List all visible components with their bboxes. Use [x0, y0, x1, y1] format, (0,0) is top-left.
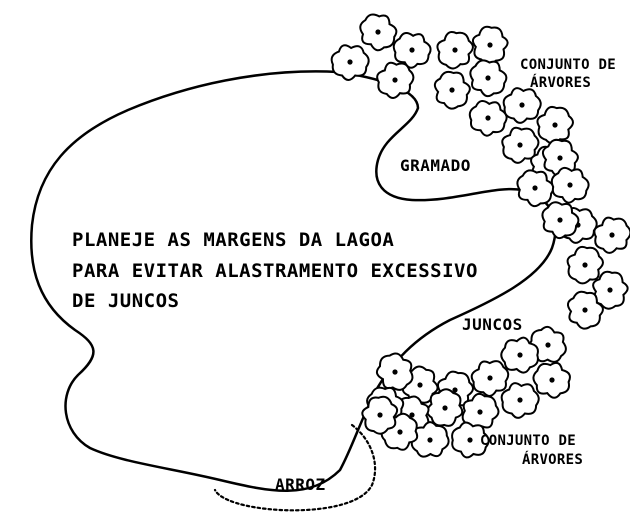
tree-trunk-dot: [582, 262, 588, 268]
tree-trunk-dot: [567, 182, 573, 188]
tree-trunk-dot: [409, 412, 415, 418]
tree-trunk-dot: [347, 59, 353, 65]
trees-top-label-line-1: CONJUNTO DE: [520, 57, 617, 73]
tree-trunk-dot: [442, 405, 448, 411]
tree-trunk-dot: [552, 122, 558, 128]
trees-bottom-label-line-2: ÁRVORES: [522, 452, 584, 468]
tree-trunk-dot: [427, 437, 433, 443]
trees-bottom-label-line-1: CONJUNTO DE: [480, 433, 577, 449]
lawn-label: GRAMADO: [400, 156, 471, 175]
tree-trunk-dot: [517, 352, 523, 358]
rice-area-outline: [213, 423, 377, 512]
tree-trunk-dot: [487, 42, 493, 48]
tree-trunk-dot: [549, 377, 555, 383]
rice-label: ARROZ: [275, 475, 326, 494]
tree-trunk-dot: [409, 47, 415, 53]
tree-trunk-dot: [609, 232, 615, 238]
tree-trunk-dot: [467, 437, 473, 443]
tree-trunk-dot: [487, 375, 493, 381]
tree-trunk-dot: [377, 412, 383, 418]
tree-trunk-dot: [532, 185, 538, 191]
pond-outline: [30, 70, 557, 492]
tree-trunk-dot: [557, 217, 563, 223]
tree-trunk-dot: [545, 342, 551, 348]
tree-trunk-dot: [477, 409, 483, 415]
tree-cluster-bottom: [361, 325, 571, 459]
tree-trunk-dot: [375, 29, 381, 35]
tree-trunk-dot: [397, 429, 403, 435]
tree-trunk-dot: [607, 287, 613, 293]
tree-cluster-top: [330, 13, 630, 330]
tree-trunk-dot: [517, 397, 523, 403]
tree-trunk-dot: [485, 75, 491, 81]
main-instruction-line-2: PARA EVITAR ALASTRAMENTO EXCESSIVO: [72, 260, 478, 282]
tree-trunk-dot: [449, 87, 455, 93]
tree-trunk-dot: [392, 77, 398, 83]
main-instruction-line-3: DE JUNCOS: [72, 290, 180, 312]
tree-trunk-dot: [582, 307, 588, 313]
tree-trunk-dot: [452, 47, 458, 53]
tree-trunk-dot: [417, 382, 423, 388]
tree-trunk-dot: [557, 155, 563, 161]
tree-trunk-dot: [452, 387, 458, 393]
tree-trunk-dot: [519, 102, 525, 108]
tree-trunk-dot: [485, 115, 491, 121]
main-instruction-line-1: PLANEJE AS MARGENS DA LAGOA: [72, 229, 395, 251]
trees-top-label-line-2: ÁRVORES: [530, 75, 592, 91]
tree-trunk-dot: [392, 369, 398, 375]
tree-trunk-dot: [517, 142, 523, 148]
rushes-label: JUNCOS: [462, 315, 523, 334]
